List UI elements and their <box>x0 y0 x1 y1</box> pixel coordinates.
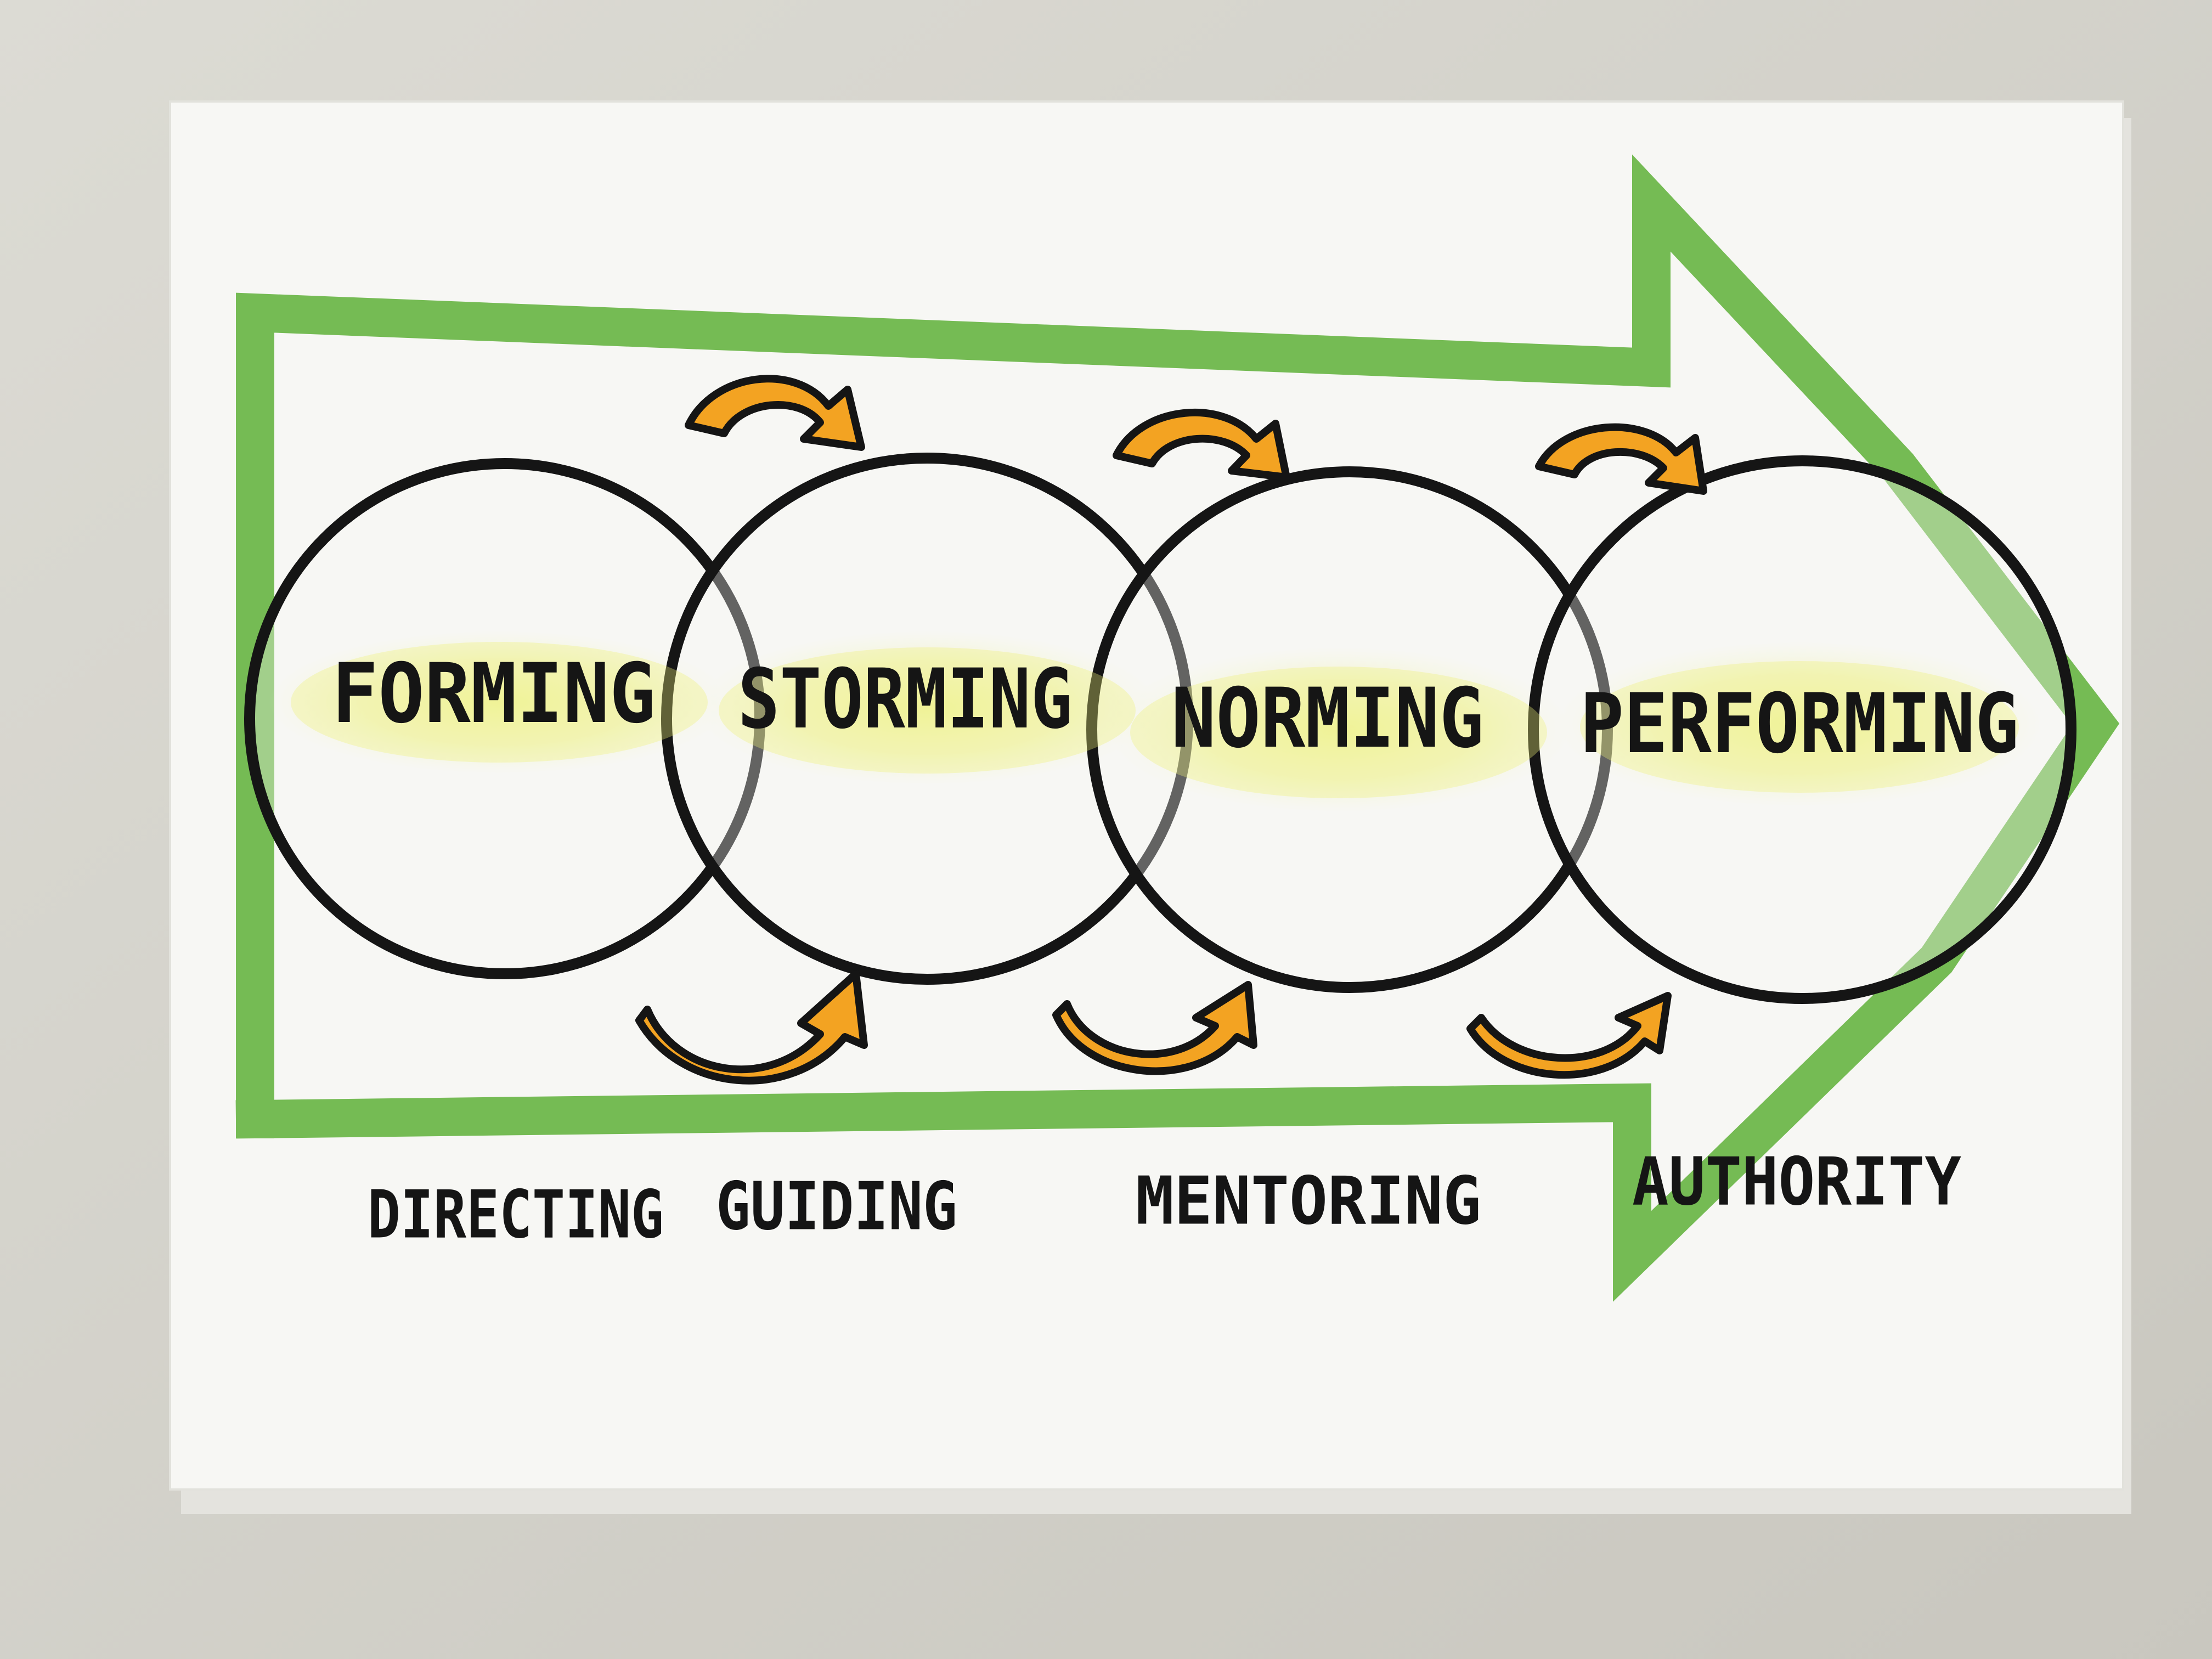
stage-label-norming: NORMING <box>1171 671 1484 766</box>
stage-highlight <box>697 631 1158 785</box>
stage-label-forming: FORMING <box>332 646 656 742</box>
loop-arrow-icon <box>1466 992 1672 1079</box>
stage-label-performing: PERFORMING <box>1580 676 2019 772</box>
stage-label-storming: STORMING <box>738 652 1073 747</box>
stage-highlight <box>1558 642 2041 806</box>
loop-arrow-icon <box>685 375 865 451</box>
style-label-mentoring: MENTORING <box>1136 1164 1481 1240</box>
stage-highlight <box>1108 647 1569 812</box>
stage-highlight <box>291 642 708 763</box>
loop-arrow-icon <box>635 970 868 1085</box>
stage-circle-storming <box>661 453 1193 985</box>
loop-arrow-icon <box>1535 423 1707 495</box>
stage-circle-norming <box>1086 466 1613 993</box>
stage-highlight <box>719 647 1136 774</box>
loop-arrow-icon <box>1052 981 1257 1075</box>
stage-circle-forming <box>244 458 765 979</box>
style-label-authority: AUTHORITY <box>1632 1144 1961 1221</box>
stage-highlight <box>1130 667 1547 798</box>
loop-arrow-icon <box>1113 409 1290 481</box>
stage-highlight <box>269 631 730 774</box>
style-label-directing: DIRECTING <box>368 1177 664 1254</box>
stage-circle-performing <box>1528 455 2076 1004</box>
style-label-guiding: GUIDING <box>716 1169 957 1245</box>
big-green-arrow-icon <box>235 154 2120 1302</box>
stage-highlight <box>1580 661 2019 793</box>
